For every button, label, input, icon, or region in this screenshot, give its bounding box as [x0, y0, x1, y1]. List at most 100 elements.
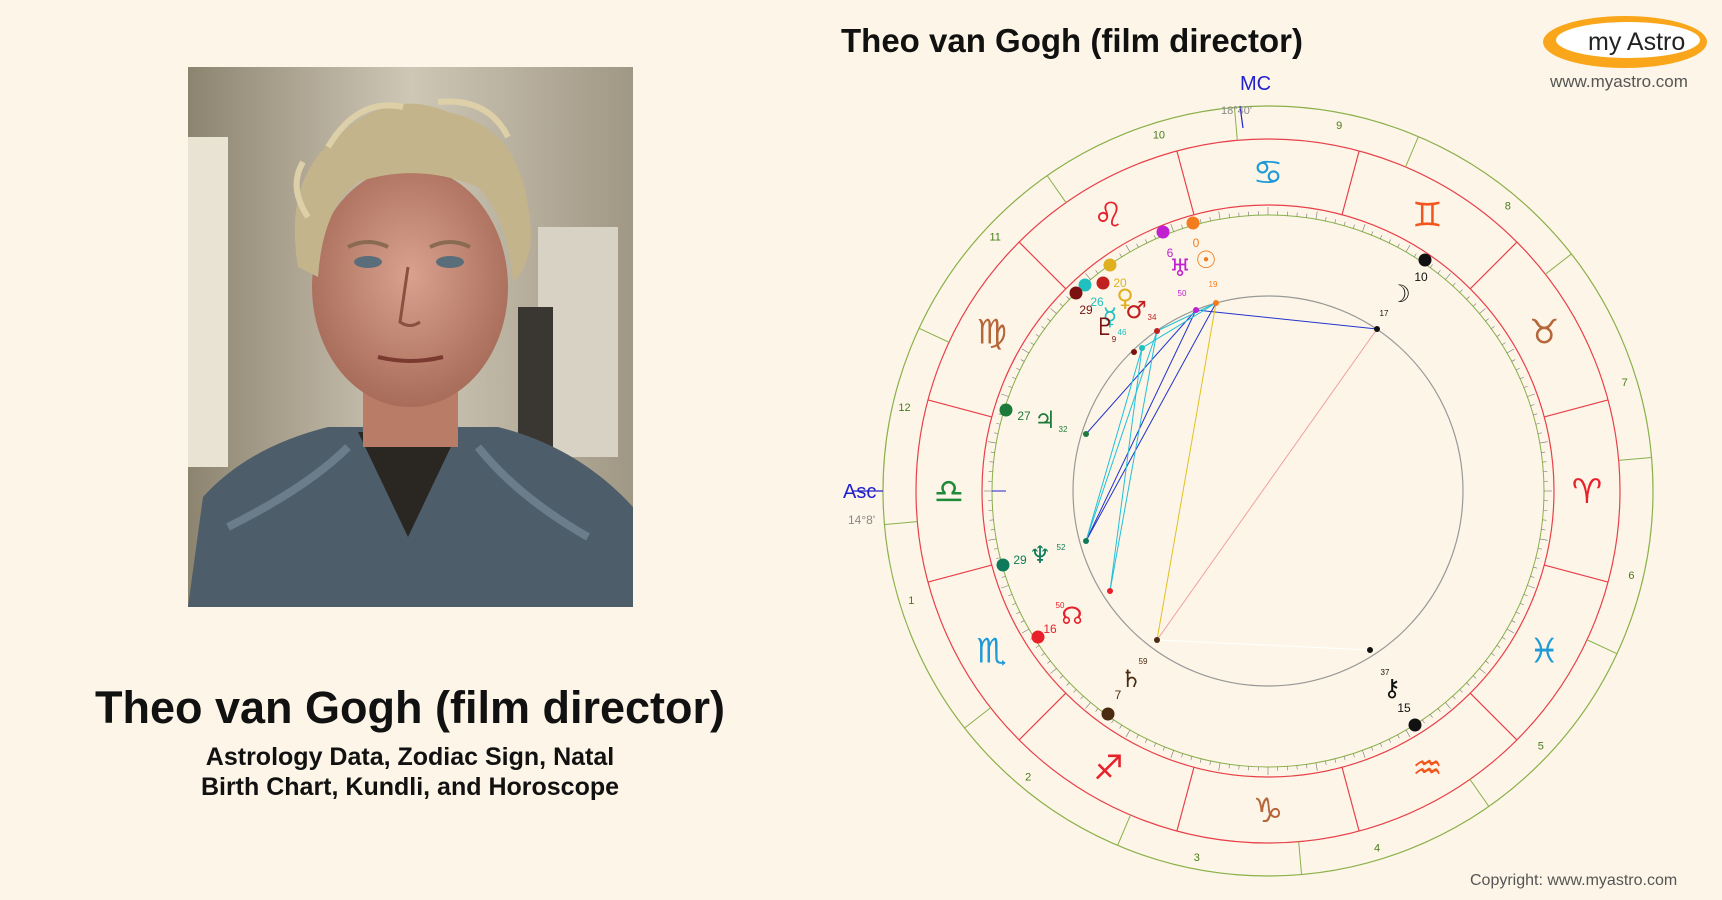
sign-glyph-aries-icon: ♈ [1572, 472, 1602, 512]
planet-degree: 6 [1167, 246, 1174, 260]
uranus-icon: ♅ [1169, 254, 1191, 282]
house-cusp [1117, 814, 1131, 846]
planet-degree: 29 [1013, 553, 1027, 567]
house-cusp [1618, 456, 1652, 461]
sun-icon: ☉ [1195, 246, 1217, 274]
logo-url[interactable]: www.myastro.com [1550, 72, 1688, 91]
pluto-icon: ♇ [1094, 313, 1116, 341]
aspect-line [1085, 330, 1158, 542]
sign-divider [1018, 241, 1067, 290]
planet-dot [1069, 286, 1083, 300]
neptune-icon: ♆ [1029, 541, 1051, 569]
house-number: 9 [1336, 120, 1342, 132]
sign-divider [1176, 150, 1195, 215]
aspect-node [1083, 538, 1089, 544]
planet-dot [1103, 258, 1117, 272]
house-number: 1 [908, 595, 914, 607]
planet-minute: 19 [1209, 280, 1218, 289]
myastro-logo[interactable]: my Astro [1540, 12, 1710, 72]
sign-glyph-capricorn-icon: ♑ [1253, 791, 1283, 831]
planet-dot [999, 403, 1013, 417]
chart-title: Theo van Gogh (film director) [841, 22, 1304, 59]
sign-divider [927, 399, 992, 418]
planet-minute: 9 [1112, 335, 1117, 344]
mars-icon: ♂ [1125, 296, 1147, 324]
sign-divider [1469, 692, 1518, 741]
node-icon: ☊ [1061, 602, 1082, 630]
mc-degree: 18°40' [1221, 105, 1252, 117]
aspect-line [1156, 639, 1371, 651]
aspect-line [1141, 302, 1217, 349]
planet-minute: 46 [1118, 328, 1127, 337]
mc-label: MC [1240, 73, 1271, 95]
aspect-line [1156, 302, 1217, 332]
planet-pluto: ♇29 9 [1069, 286, 1117, 344]
house-number: 11 [989, 232, 1000, 244]
planet-sun: ☉0 19 [1186, 216, 1218, 289]
house-number: 10 [1153, 129, 1165, 141]
planet-degree: 29 [1079, 303, 1093, 317]
aspect-node [1154, 328, 1160, 334]
planet-dot [1186, 216, 1200, 230]
planet-degree: 20 [1113, 276, 1127, 290]
planet-dot [1031, 630, 1045, 644]
aspect-line [1085, 302, 1217, 542]
planet-dot [1418, 253, 1432, 267]
planet-minute: 32 [1059, 425, 1068, 434]
house-cusp [1298, 841, 1303, 875]
logo-text: my Astro [1588, 28, 1685, 56]
aspect-node [1107, 588, 1113, 594]
house-number: 12 [898, 402, 910, 414]
mercury-icon: ☿ [1103, 303, 1118, 331]
page-title: Theo van Gogh (film director) [94, 682, 726, 733]
copyright: Copyright: www.myastro.com [1470, 872, 1678, 889]
house-number: 5 [1538, 740, 1544, 752]
planet-degree: 15 [1397, 701, 1411, 715]
aspect-line [1109, 330, 1158, 592]
sign-glyph-pisces-icon: ♓ [1529, 632, 1559, 672]
aspect-line [1085, 309, 1197, 435]
house-cusp [1545, 253, 1572, 275]
aspect-line [1085, 347, 1143, 542]
portrait-photo [188, 67, 633, 607]
mc-axis [1239, 105, 1244, 129]
aspect-node [1213, 300, 1219, 306]
degree-ring [991, 214, 1545, 768]
aspect-line [1195, 309, 1378, 330]
sign-divider [1341, 767, 1360, 832]
sign-glyph-libra-icon: ♎ [934, 472, 964, 512]
subtitle-line-1: Astrology Data, Zodiac Sign, Natal [205, 743, 615, 771]
planet-minute: 50 [1056, 601, 1065, 610]
sign-divider [1469, 241, 1518, 290]
house-number: 4 [1374, 843, 1380, 855]
saturn-icon: ♄ [1120, 665, 1142, 693]
house-cusp [1469, 779, 1490, 807]
sign-glyph-virgo-icon: ♍ [976, 313, 1006, 353]
house-cusp [1233, 107, 1238, 141]
zodiac-outer-ring [915, 138, 1621, 844]
aspect-node [1131, 349, 1137, 355]
sign-glyph-taurus-icon: ♉ [1529, 313, 1559, 353]
planet-degree: 0 [1193, 236, 1200, 250]
house-number: 7 [1622, 377, 1628, 389]
page-subtitle: Astrology Data, Zodiac Sign, Natal Birth… [60, 742, 760, 802]
house-number: 6 [1628, 570, 1634, 582]
aspect-node [1139, 345, 1145, 351]
planet-dot [1156, 225, 1170, 239]
jupiter-icon: ♃ [1034, 406, 1056, 434]
planet-dot [1101, 707, 1115, 721]
aspect-node [1374, 326, 1380, 332]
aspect-node [1154, 637, 1160, 643]
planet-dot [1078, 278, 1092, 292]
aspect-line [1109, 347, 1143, 592]
sign-divider [1176, 767, 1195, 832]
sign-divider [1544, 399, 1609, 418]
moon-icon: ☽ [1389, 280, 1411, 308]
planet-saturn: ♄759 [1101, 657, 1148, 721]
subtitle-line-2: Birth Chart, Kundli, and Horoscope [200, 773, 620, 801]
